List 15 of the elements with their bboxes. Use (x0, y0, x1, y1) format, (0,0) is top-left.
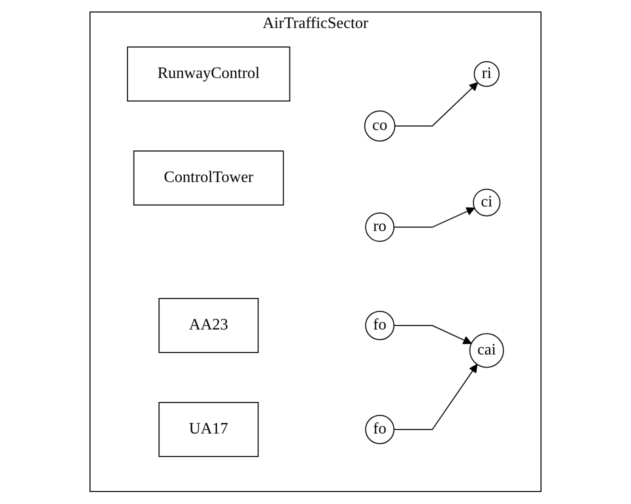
node-circle: fo (365, 415, 394, 444)
node-box: UA17 (158, 402, 259, 458)
node-circle: fo (365, 311, 394, 340)
arrow (393, 325, 472, 344)
node-circle: ri (474, 61, 500, 88)
node-box: RunwayControl (127, 46, 290, 102)
node-circle: ro (365, 212, 394, 242)
node-box: AA23 (158, 298, 259, 354)
node-circle: cai (469, 333, 504, 368)
node-circle: ci (472, 189, 500, 217)
node-box: ControlTower (133, 150, 284, 206)
arrow (393, 364, 478, 430)
arrow (393, 208, 475, 228)
node-circle: co (364, 110, 396, 142)
arrow (394, 82, 478, 127)
